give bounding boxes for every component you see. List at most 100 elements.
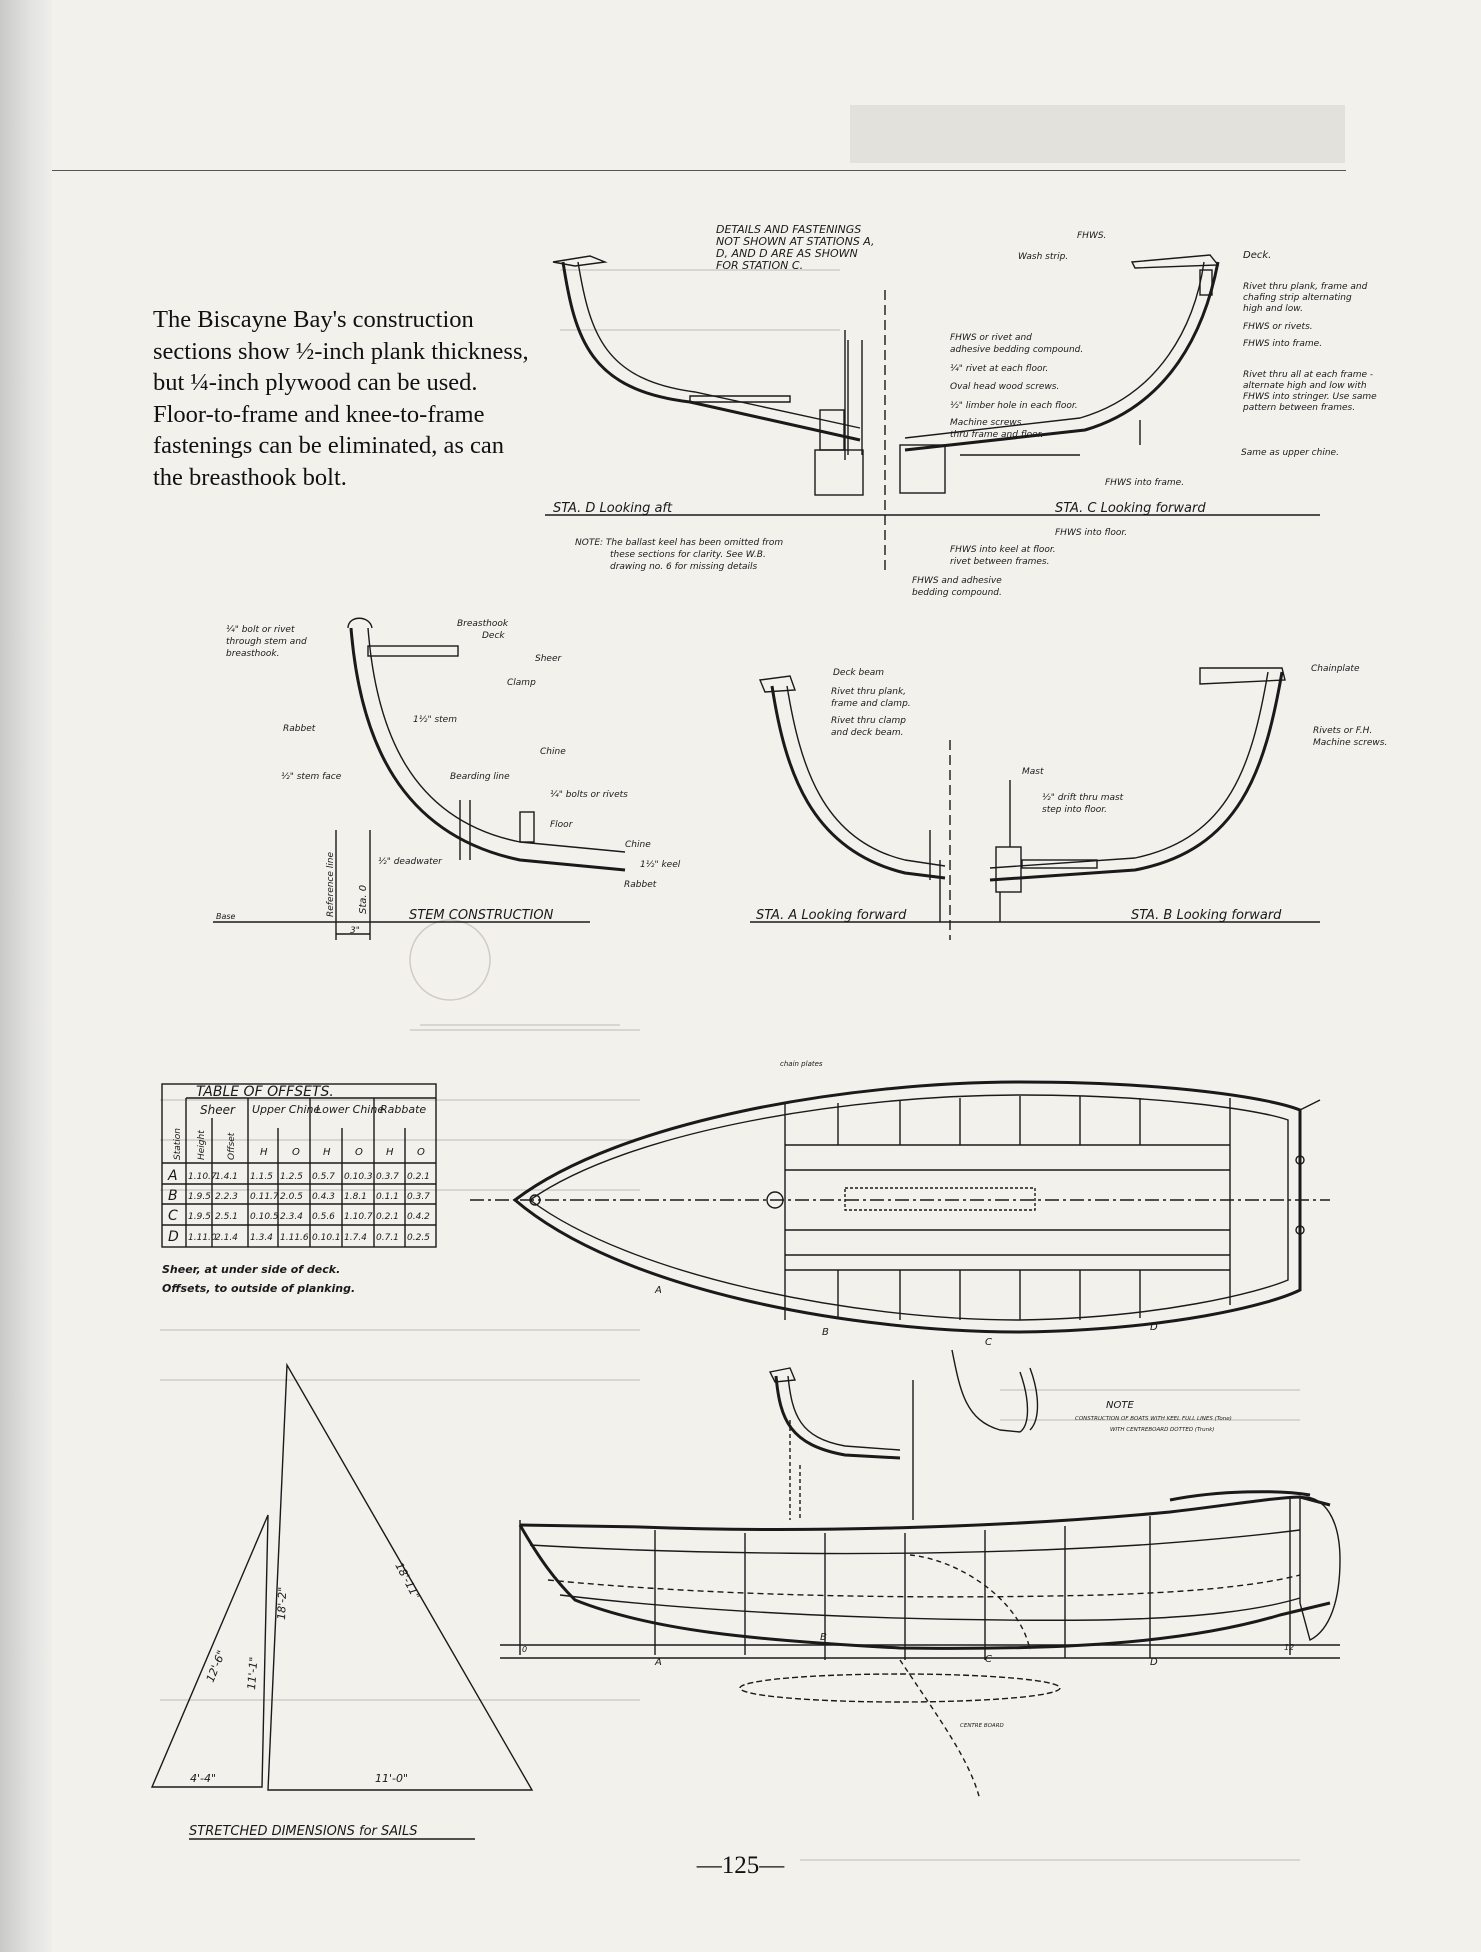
offsets-cell: 0.5.6 [312, 1212, 335, 1222]
offsets-title: TABLE OF OFFSETS. [196, 1084, 334, 1100]
label-rivet-clamp: Rivet thru clamp [831, 716, 906, 726]
offsets-cell: 2.0.5 [280, 1192, 303, 1202]
offsets-cell: 0.3.7 [407, 1192, 430, 1202]
header-rule [52, 170, 1346, 171]
offsets-cell: B [168, 1188, 178, 1204]
label-chine2: Chine [625, 840, 651, 850]
figure-caption: The Biscayne Bay's construction sections… [153, 304, 533, 493]
offsets-sub-station: Station [173, 1128, 183, 1160]
offsets-cell: 1.10.7 [188, 1172, 217, 1182]
plan-station-c: C [985, 1337, 992, 1348]
offsets-cell: 1.8.1 [344, 1192, 367, 1202]
note-top-line: FOR STATION C. [716, 259, 803, 272]
offsets-cell: 1.4.1 [215, 1172, 238, 1182]
offsets-cell: 2.2.3 [215, 1192, 238, 1202]
offsets-cell: D [168, 1229, 179, 1245]
label-rabbet: Rabbet [283, 724, 316, 734]
main-leech-dim: 18'-11" [392, 1560, 422, 1601]
label-stem-bolt: breasthook. [226, 649, 279, 659]
note-top-line: D, AND D ARE AS SHOWN [716, 247, 858, 260]
profile-station-a: A [654, 1657, 662, 1668]
label-rivet-floor: ¼" rivet at each floor. [950, 364, 1048, 374]
label-fhws-keel: rivet between frames. [950, 557, 1049, 567]
label-stem-bolt: ¼" bolt or rivet [226, 625, 295, 635]
offsets-cell: 0.10.5 [250, 1212, 279, 1222]
stem-labels: ¼" bolt or rivet through stem and breast… [216, 619, 681, 936]
offsets-sub-offset: Offset [227, 1132, 237, 1160]
label-floor: Floor [550, 820, 574, 830]
offsets-sub-height: Height [197, 1130, 207, 1160]
plan-note-line: WITH CENTREBOARD DOTTED (Trunk) [1110, 1427, 1214, 1433]
section-a-b-labels: Deck beam Rivet thru plank, frame and cl… [756, 664, 1387, 923]
label-fhws-adhesive: bedding compound. [912, 588, 1002, 598]
stem-construction-drawing [213, 617, 626, 940]
label-stem-bolt: through stem and [226, 637, 307, 647]
section-note-top: DETAILS AND FASTENINGS NOT SHOWN AT STAT… [716, 223, 875, 272]
sails-caption: STRETCHED DIMENSIONS for SAILS [189, 1824, 418, 1839]
label-fhws-keel: FHWS into keel at floor. [950, 545, 1056, 555]
profile-station-b: B [820, 1632, 827, 1643]
label-same-upper-chine: Same as upper chine. [1241, 448, 1339, 458]
offsets-cell: 2.3.4 [280, 1212, 303, 1222]
offsets-note: Offsets, to outside of planking. [162, 1282, 355, 1295]
offsets-cell: 1.11.6 [280, 1233, 309, 1243]
bleed-through [160, 269, 1300, 1861]
section-d-c-drawing [545, 254, 1320, 575]
label-rivet-each-frame: Rivet thru all at each frame - [1243, 370, 1373, 380]
offsets-cell: 0.11.7 [250, 1192, 279, 1202]
offsets-sub-o: O [292, 1147, 300, 1158]
offsets-cell: 1.3.4 [250, 1233, 273, 1243]
label-bearding: Bearding line [450, 772, 510, 782]
offsets-labels: TABLE OF OFFSETS. Sheer Upper Chine Lowe… [173, 1084, 426, 1160]
offsets-sub-h: H [323, 1147, 331, 1158]
offsets-sub-o: O [417, 1147, 425, 1158]
plan-view-drawing [470, 1080, 1330, 1334]
label-deadwater: ½" deadwater [378, 857, 443, 867]
offsets-cell: 2.5.1 [215, 1212, 238, 1222]
label-stem: 1½" stem [413, 715, 457, 725]
offsets-cell: 0.3.7 [376, 1172, 399, 1182]
label-drift: step into floor. [1042, 805, 1107, 815]
label-machine-screws: thru frame and floor. [950, 430, 1043, 440]
label-machine-screws: Machine screws [950, 418, 1022, 428]
label-deck-beam: Deck beam [833, 668, 884, 678]
offsets-cell: 0.10.3 [344, 1172, 373, 1182]
plan-note-title: NOTE [1106, 1400, 1134, 1411]
label-fhws-frame: FHWS into frame. [1243, 339, 1322, 349]
label-stem-construction: STEM CONSTRUCTION [409, 908, 554, 923]
label-drift: ½" drift thru mast [1042, 793, 1124, 803]
offsets-cell: 1.10.7 [344, 1212, 373, 1222]
main-foot-dim: 11'-0" [375, 1772, 408, 1785]
label-fhws-rivets: FHWS or rivets. [1243, 322, 1313, 332]
offsets-cell: 1.9.5 [188, 1192, 211, 1202]
label-rivet-each-frame: pattern between frames. [1242, 403, 1355, 413]
offsets-sub-h: H [386, 1147, 394, 1158]
profile-station-0: 0 [522, 1645, 527, 1654]
offsets-cell: 0.10.1 [312, 1233, 341, 1243]
label-oval-head: Oval head wood screws. [950, 382, 1059, 392]
jib-foot-dim: 4'-4" [190, 1772, 216, 1785]
note-ballast: drawing no. 6 for missing details [610, 562, 758, 572]
label-wash-strip: Wash strip. [1018, 252, 1068, 262]
label-fhws-adhesive: FHWS and adhesive [912, 576, 1002, 586]
label-reference-line: Reference line [326, 852, 336, 917]
label-rivet-plank: Rivet thru plank, frame and [1243, 282, 1368, 292]
plan-station-a: A [654, 1285, 662, 1296]
offsets-group-lower-chine: Lower Chine [316, 1103, 384, 1116]
label-sta-d-aft: STA. D Looking aft [553, 501, 673, 516]
offsets-cell: 0.4.3 [312, 1192, 335, 1202]
offsets-note: Sheer, at under side of deck. [162, 1263, 340, 1276]
label-rivet-each-frame: alternate high and low with [1243, 381, 1367, 391]
note-ballast: NOTE: The ballast keel has been omitted … [575, 538, 783, 548]
profile-view-drawing [500, 1420, 1341, 1801]
profile-station-d: D [1150, 1657, 1158, 1668]
book-gutter-shadow [0, 0, 52, 1952]
caption-text: The Biscayne Bay's construction sections… [153, 306, 529, 491]
offsets-cell: 0.4.2 [407, 1212, 430, 1222]
profile-station-12: 12 [1284, 1643, 1294, 1652]
offsets-cell: 2.1.4 [215, 1233, 238, 1243]
plan-station-b: B [822, 1327, 829, 1338]
table-of-offsets [161, 1083, 437, 1248]
label-chain-plates: chain plates [780, 1060, 823, 1068]
